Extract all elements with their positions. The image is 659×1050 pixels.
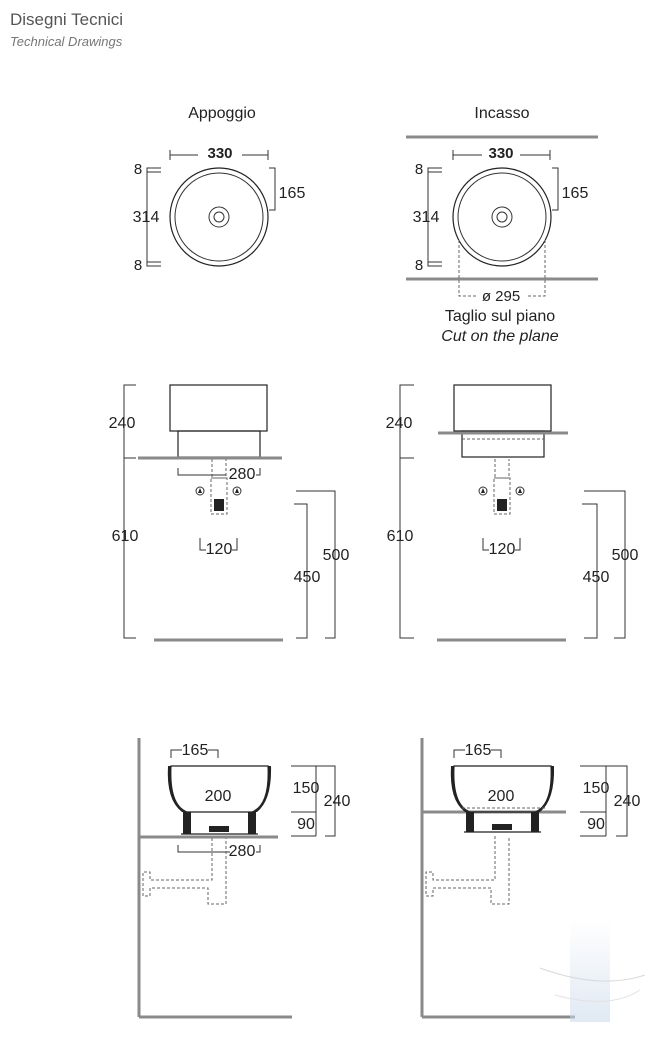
plan-margin-bottom-left: 8	[134, 257, 142, 274]
cut-diameter: ø 295	[482, 288, 520, 305]
front-tap-right: 120	[489, 541, 516, 558]
label-incasso: Incasso	[474, 105, 529, 122]
side-150-left: 150	[293, 780, 320, 797]
watermark-logo	[539, 922, 646, 1022]
plan-margin-bottom-right: 8	[415, 257, 423, 274]
side-incasso: 165 200 150 90 240	[420, 738, 641, 1019]
plan-half-left: 165	[279, 185, 306, 202]
front-450-right: 450	[583, 569, 610, 586]
front-500-right: 500	[612, 547, 639, 564]
front-waste-left: 280	[229, 466, 256, 483]
plan-half-right: 165	[562, 185, 589, 202]
front-basin-height-left: 240	[109, 415, 136, 432]
plan-depth-left: 314	[133, 209, 160, 226]
plan-appoggio: 330 165 8 8 314	[133, 145, 306, 274]
side-150-right: 150	[583, 780, 610, 797]
page-title: Disegni Tecnici	[10, 10, 124, 29]
plan-margin-top-left: 8	[134, 161, 142, 178]
front-basin-height-right: 240	[386, 415, 413, 432]
plan-incasso: 330 165 8 8 314 ø 295 Taglio sul piano C…	[406, 135, 598, 345]
label-appoggio: Appoggio	[188, 105, 256, 122]
front-total-height-right: 610	[387, 528, 414, 545]
side-bowl-depth-right: 200	[488, 788, 515, 805]
side-240-right: 240	[614, 793, 641, 810]
side-280-left: 280	[229, 843, 256, 860]
plan-depth-right: 314	[413, 209, 440, 226]
side-90-left: 90	[297, 816, 315, 833]
side-appoggio: 165 200 280 150 90 240	[137, 738, 351, 1019]
cut-label-en: Cut on the plane	[441, 328, 559, 345]
side-90-right: 90	[587, 816, 605, 833]
side-240-left: 240	[324, 793, 351, 810]
plan-width-left: 330	[207, 145, 232, 162]
front-appoggio: 280 120 240 610 500 450	[109, 384, 350, 642]
front-500-left: 500	[323, 547, 350, 564]
page-subtitle: Technical Drawings	[10, 34, 123, 49]
side-offset-left: 165	[182, 742, 209, 759]
cut-label-it: Taglio sul piano	[445, 308, 555, 325]
front-450-left: 450	[294, 569, 321, 586]
front-total-height-left: 610	[112, 528, 139, 545]
plan-margin-top-right: 8	[415, 161, 423, 178]
side-offset-right: 165	[465, 742, 492, 759]
front-incasso: 120 240 610 500 450	[386, 384, 639, 642]
side-bowl-depth-left: 200	[205, 788, 232, 805]
plan-width-right: 330	[488, 145, 513, 162]
front-tap-left: 120	[206, 541, 233, 558]
